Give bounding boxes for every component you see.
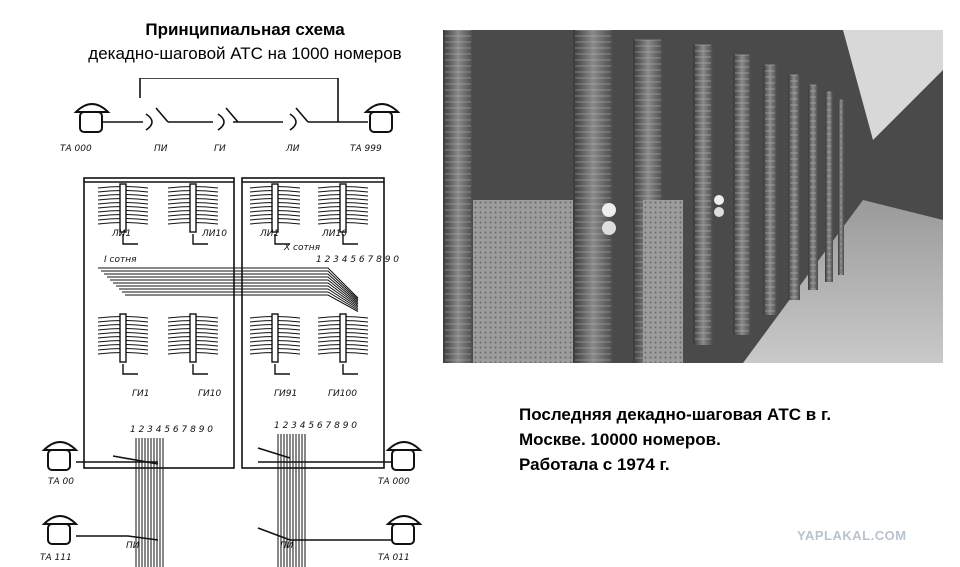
label-ta-011: ТА 011	[378, 553, 410, 563]
exchange-schematic: ТА 000 ПИ ГИ ЛИ ТА 999 ЛИ1 ЛИ10 ЛИ1 ЛИ10…	[40, 78, 423, 567]
selector-bank	[317, 183, 369, 245]
label-gi10: ГИ10	[198, 389, 221, 399]
caption-line-2: Москве. 10000 номеров.	[519, 430, 721, 449]
label-pi-right: ПИ	[280, 541, 294, 551]
label-gi-digits-left: 1 2 3 4 5 6 7 8 9 0	[130, 425, 213, 435]
label-gi91: ГИ91	[274, 389, 297, 399]
label-gi-top: ГИ	[214, 144, 226, 154]
label-sotnya-1: I сотня	[104, 255, 137, 265]
label-gi-digits-right: 1 2 3 4 5 6 7 8 9 0	[274, 421, 357, 431]
selector-bank	[249, 183, 301, 245]
selector-bank	[317, 313, 369, 375]
site-watermark: YAPLAKAL.COM	[797, 528, 907, 543]
label-contact-digits: 1 2 3 4 5 6 7 8 9 0	[316, 255, 399, 265]
diagram-subtitle: декадно-шаговой АТС на 1000 номеров	[88, 44, 402, 63]
label-gi1: ГИ1	[132, 389, 149, 399]
selector-bank	[167, 313, 219, 375]
label-li10: ЛИ10	[201, 229, 227, 239]
photo-caption: Последняя декадно-шаговая АТС в г. Москв…	[519, 402, 939, 477]
label-ta-999-top: ТА 999	[350, 144, 382, 154]
label-li1-right: ЛИ1	[259, 229, 279, 239]
label-li1: ЛИ1	[111, 229, 131, 239]
label-ta-000-right: ТА 000	[378, 477, 410, 487]
selector-bank	[97, 183, 149, 245]
selector-bank	[167, 183, 219, 245]
label-sotnya-10: X сотня	[283, 243, 321, 253]
telephone-icon	[41, 103, 423, 545]
caption-line-3: Работала с 1974 г.	[519, 455, 670, 474]
label-li10-right: ЛИ10	[321, 229, 347, 239]
label-ta-111: ТА 111	[40, 553, 72, 563]
label-ta-000-top: ТА 000	[60, 144, 92, 154]
label-pi-left: ПИ	[126, 541, 140, 551]
exchange-hall-photo	[443, 30, 943, 363]
label-li-top: ЛИ	[285, 144, 300, 154]
label-gi100: ГИ100	[328, 389, 357, 399]
label-ta-00: ТА 00	[48, 477, 74, 487]
caption-line-1: Последняя декадно-шаговая АТС в г.	[519, 405, 832, 424]
diagram-title: Принципиальная схема	[145, 20, 345, 39]
label-pi-top: ПИ	[154, 144, 168, 154]
selector-bank	[249, 313, 301, 375]
selector-bank	[97, 313, 149, 375]
